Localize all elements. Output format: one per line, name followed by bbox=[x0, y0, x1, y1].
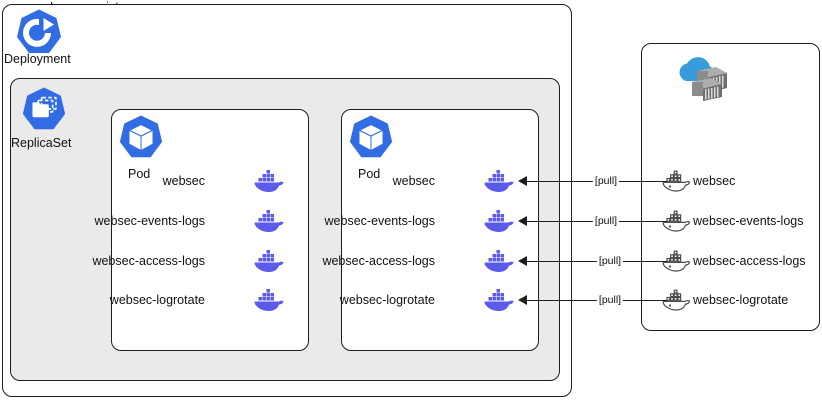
pod-b-container-label-3: websec-logrotate bbox=[339, 293, 435, 307]
docker-whale-icon bbox=[250, 248, 284, 274]
pull-edge-label-0: [pull] bbox=[592, 175, 620, 187]
registry-image-label-0: websec bbox=[693, 174, 736, 188]
registry-image-label-3: websec-logrotate bbox=[693, 293, 789, 307]
kubernetes-pod-icon bbox=[117, 114, 165, 162]
registry-image-label-1: websec-events-logs bbox=[693, 214, 804, 228]
docker-whale-outline-icon bbox=[659, 209, 691, 233]
docker-whale-outline-icon bbox=[659, 288, 691, 312]
deployment-label: Deployment bbox=[4, 52, 71, 66]
pod-a-container-label-3: websec-logrotate bbox=[109, 293, 205, 307]
docker-whale-icon bbox=[250, 287, 284, 313]
pull-edge-arrowhead-3 bbox=[518, 295, 527, 305]
kubernetes-deployment-icon bbox=[14, 8, 64, 58]
kubernetes-replicaset-icon bbox=[20, 86, 68, 134]
pod-a-label: Pod bbox=[128, 167, 151, 181]
pod-a-container-label-0: websec bbox=[162, 174, 205, 188]
docker-whale-icon bbox=[480, 208, 514, 234]
registry-image-label-2: websec-access-logs bbox=[693, 254, 806, 268]
pull-edge-label-2: [pull] bbox=[596, 255, 624, 267]
docker-whale-icon bbox=[480, 248, 514, 274]
pod-a-container-label-1: websec-events-logs bbox=[94, 214, 205, 228]
pod-b-container-label-2: websec-access-logs bbox=[322, 254, 435, 268]
pull-edge-label-3: [pull] bbox=[596, 294, 624, 306]
docker-whale-icon bbox=[480, 168, 514, 194]
pull-edge-arrowhead-2 bbox=[518, 256, 527, 266]
cloud-registry-icon bbox=[668, 53, 730, 101]
pod-b-container-label-1: websec-events-logs bbox=[324, 214, 435, 228]
docker-whale-icon bbox=[250, 168, 284, 194]
pull-edge-arrowhead-0 bbox=[518, 176, 527, 186]
docker-whale-icon bbox=[480, 287, 514, 313]
docker-whale-outline-icon bbox=[659, 249, 691, 273]
pull-edge-arrowhead-1 bbox=[518, 216, 527, 226]
replicaset-label: ReplicaSet bbox=[11, 136, 72, 150]
pod-b-container-label-0: websec bbox=[392, 174, 435, 188]
pod-b-label: Pod bbox=[358, 167, 381, 181]
docker-whale-outline-icon bbox=[659, 169, 691, 193]
docker-whale-icon bbox=[250, 208, 284, 234]
kubernetes-pod-icon bbox=[347, 114, 395, 162]
pod-a-container-label-2: websec-access-logs bbox=[92, 254, 205, 268]
pull-edge-label-1: [pull] bbox=[592, 215, 620, 227]
